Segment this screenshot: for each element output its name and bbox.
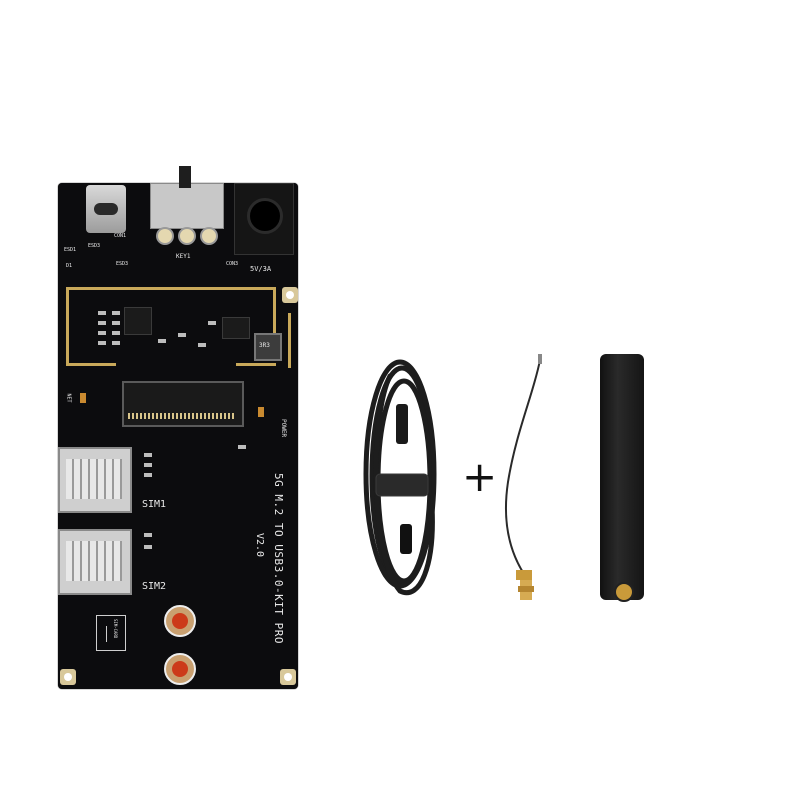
dc-power-jack [234,183,294,255]
label-power-rating: 5V/3A [250,265,272,273]
regulator-chip [222,317,250,339]
mount-pad [60,669,76,685]
mount-pad [282,287,298,303]
antenna-connector [164,653,196,685]
board-version: V2.0 [254,533,265,558]
plus-sign: + [462,452,498,501]
usb-cable [363,359,437,596]
label-con3: CON3 [226,261,239,267]
m2-slot [122,381,244,427]
label-con: CON1 [114,233,127,239]
pigtail-cable [505,354,542,600]
label-net: NET [65,393,72,403]
antenna-sma-connector [614,582,634,602]
power-switch [150,166,224,229]
inductor: 3R3 [254,333,282,361]
sim-slot-1 [58,447,132,513]
label-esd3: ESD3 [116,261,129,267]
label-esd2: ESD3 [88,243,101,249]
label-sim1: SIM1 [142,499,167,510]
sim-card-marker: SIM-CARD [96,615,126,651]
main-chip [124,307,152,335]
label-d1: D1 [66,263,73,269]
usb-c-connector [86,185,126,233]
label-sim2: SIM2 [142,581,167,592]
antenna [600,354,644,602]
sim-slot-2 [58,529,132,595]
board-title: 5G M.2 TO USB3.0-KIT PRO [272,473,285,644]
pcb-board: CON1 KEY1 CON3 5V/3A ESD1 ESD3 ESD3 D1 3… [58,166,298,689]
label-esd1: ESD1 [64,247,77,253]
switch-pins [156,227,218,245]
mount-pad [280,669,296,685]
label-power: POWER [280,419,287,438]
label-key: KEY1 [176,253,191,260]
antenna-connector [164,605,196,637]
